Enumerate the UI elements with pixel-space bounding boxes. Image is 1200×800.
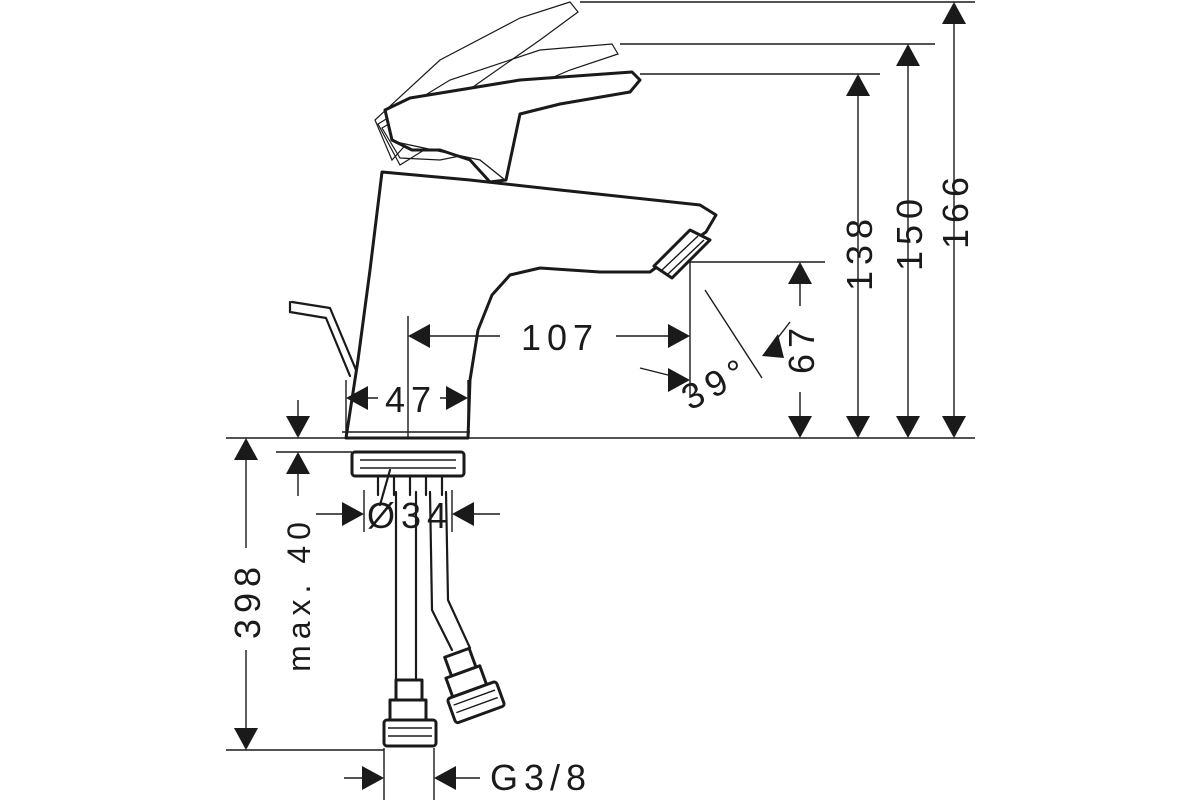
dim-g3-8: G3/8	[490, 757, 592, 798]
dim-47: 47	[385, 379, 437, 420]
dimension-labels: 166 150 138 67 107 39° 47 Ø34 max. 40 39…	[227, 171, 976, 798]
dim-107: 107	[521, 317, 599, 358]
supply-hoses	[382, 490, 506, 748]
dim-138: 138	[839, 213, 880, 291]
mounting-assembly	[350, 450, 466, 507]
drain-rod	[288, 300, 358, 378]
dim-398: 398	[227, 561, 268, 639]
dim-34-diameter: Ø34	[367, 495, 453, 536]
dim-166: 166	[935, 171, 976, 249]
dimension-lines	[234, 2, 966, 790]
main-lever	[383, 70, 642, 184]
dim-max-40: max. 40	[281, 516, 317, 672]
dim-67: 67	[781, 322, 822, 374]
dim-39-degree: 39°	[675, 348, 758, 418]
reference-lines	[226, 1, 975, 800]
dim-150: 150	[889, 193, 930, 271]
